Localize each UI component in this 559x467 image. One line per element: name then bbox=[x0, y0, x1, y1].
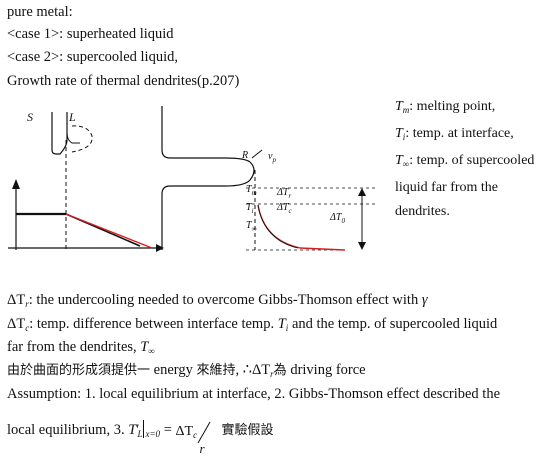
line-dtr: ΔTr: the undercooling needed to overcome… bbox=[7, 292, 428, 309]
dendrite-figure: S L R vp Tm Ti T∞ ΔTr ΔTc ΔT0 bbox=[8, 106, 375, 252]
line-case-2: <case 2>: supercooled liquid, bbox=[7, 49, 178, 65]
eval-bar bbox=[143, 420, 145, 438]
label-tm: Tm bbox=[246, 184, 257, 197]
right-tip bbox=[249, 161, 255, 181]
label-dtc: ΔTc bbox=[276, 202, 292, 215]
line-cjk: 由於曲面的形成須提供一 energy 來維持, ∴ΔTr為 driving fo… bbox=[7, 362, 366, 379]
left-solid-outline bbox=[51, 112, 68, 155]
label-dt0: ΔT0 bbox=[329, 212, 345, 225]
fraction-slash bbox=[197, 421, 210, 444]
legend-tm: Tm: melting point, bbox=[395, 99, 496, 115]
legend-tinf-cont2: dendrites. bbox=[395, 204, 450, 219]
left-red-curve bbox=[65, 213, 153, 249]
legend: Tm: melting point, Ti: temp. at interfac… bbox=[395, 95, 559, 224]
line-far: far from the dendrites, T∞ bbox=[7, 339, 155, 356]
label-l: L bbox=[68, 110, 76, 124]
label-dtr: ΔTr bbox=[276, 187, 291, 200]
line-growth-rate: Growth rate of thermal dendrites(p.207) bbox=[7, 73, 240, 89]
right-interface-bottom bbox=[161, 179, 251, 250]
line-case-1: <case 1>: superheated liquid bbox=[7, 26, 174, 42]
vp-arrow bbox=[251, 149, 263, 159]
label-tinf: T∞ bbox=[246, 220, 257, 233]
label-vp: vp bbox=[268, 151, 276, 164]
dt0-arrow-up bbox=[358, 188, 366, 196]
line-pure-metal: pure metal: bbox=[7, 4, 73, 20]
fraction: ΔTc r bbox=[176, 416, 218, 456]
right-black-curve bbox=[257, 204, 299, 249]
legend-ti: Ti: temp. at interface, bbox=[395, 126, 514, 142]
label-s: S bbox=[27, 110, 33, 124]
label-ti: Ti bbox=[246, 202, 254, 215]
legend-tinf-cont1: liquid far from the bbox=[395, 180, 499, 195]
label-r: R bbox=[241, 150, 248, 161]
legend-tinf: T∞: temp. of supercooled bbox=[395, 153, 535, 169]
line-assumption: Assumption: 1. local equilibrium at inte… bbox=[7, 386, 501, 402]
left-tip-curve bbox=[66, 132, 80, 144]
left-x-arrow bbox=[156, 244, 164, 252]
dt0-arrow-down bbox=[358, 242, 366, 250]
line-dtc: ΔTc: temp. difference between interface … bbox=[7, 316, 498, 333]
right-interface-top bbox=[161, 106, 251, 163]
left-y-arrow bbox=[12, 179, 20, 189]
left-dashed-boundary bbox=[71, 125, 93, 153]
